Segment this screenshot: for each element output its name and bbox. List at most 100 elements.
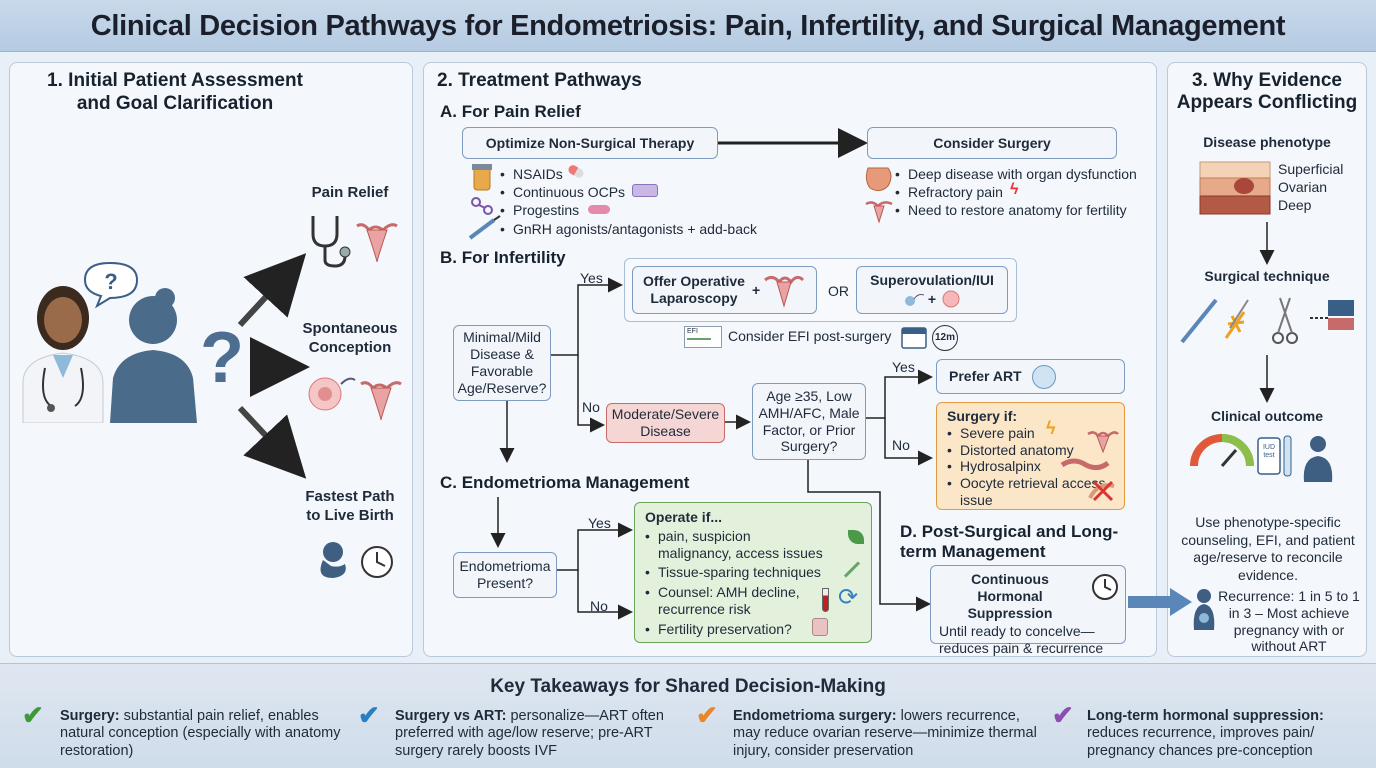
takeaway-text: lowers recurrence, may reduce ovarian re…: [733, 708, 1037, 759]
pain-relief-title: A. For Pain Relief: [440, 102, 581, 121]
check-icon: ✔: [1052, 700, 1074, 730]
no-label-1: No: [582, 399, 600, 415]
surgery-list: Deep disease with organ dysfunction Refr…: [895, 165, 1137, 220]
endometrioma-title: C. Endometrioma Management: [440, 473, 690, 492]
goal2-line2: Conception: [308, 338, 392, 356]
operate-if-box: Operate if... pain, suspicion malignancy…: [634, 502, 872, 643]
evidence-title: 3. Why Evidence Appears Conflicting: [1167, 70, 1367, 114]
surgery-item: Refractory pain: [895, 183, 1137, 201]
evidence-summary: Use phenotype-specific counseling, EFI, …: [1181, 514, 1355, 583]
progestin-pill-icon: [588, 205, 610, 214]
goal-spontaneous-conception: Spontaneous Conception: [295, 320, 405, 358]
goal3-line2: to Live Birth: [306, 506, 394, 524]
post-surgical-title-line1: D. Post-Surgical and Long-: [900, 522, 1119, 541]
stethoscope-uterus-icon: [311, 216, 398, 268]
baby-clock-icon: [320, 542, 393, 578]
operate-if-item: pain, suspicion malignancy, access issue…: [645, 528, 825, 562]
question-icon: ?: [104, 269, 117, 294]
takeaway-head: Surgery vs ART:: [395, 708, 507, 724]
vial-icon: [812, 618, 828, 636]
embryo-icon: [1031, 364, 1056, 389]
title-bar: Clinical Decision Pathways for Endometri…: [0, 0, 1376, 52]
hormonal-title: Continuous Hormonal Suppression: [967, 571, 1053, 621]
takeaway-text: substantial pain relief, enables natural…: [60, 708, 341, 759]
layer-superficial: Superficial: [1278, 161, 1344, 177]
goal3-line1: Fastest Path: [305, 488, 395, 505]
post-surgical-title-line2: term Management: [900, 542, 1046, 562]
egg-icon: [942, 290, 960, 308]
outcome-icons: [1190, 434, 1333, 482]
infertility-title: B. For Infertility: [440, 248, 566, 267]
prefer-art-label: Prefer ART: [949, 368, 1022, 385]
mother-baby-icon: [1193, 589, 1215, 630]
outcome-label: Clinical outcome: [1210, 408, 1324, 424]
page-title: Clinical Decision Pathways for Endometri…: [90, 10, 1286, 42]
surgery-item: Need to restore anatomy for fertility: [895, 201, 1137, 219]
lightning-icon: ϟ: [1010, 181, 1019, 198]
no-label-3: No: [590, 598, 608, 614]
takeaways-section: [0, 663, 1376, 768]
iui-icons: +: [902, 290, 962, 308]
goal-fastest-path: Fastest Path to Live Birth: [295, 488, 405, 526]
takeaway-head: Endometrioma surgery:: [733, 708, 897, 724]
takeaway-item: Endometrioma surgery: lowers recurrence,…: [733, 708, 1049, 760]
operate-if-title: Operate if...: [645, 509, 723, 525]
leaf-icon: [848, 530, 864, 544]
recurrence-text: Recurrence: 1 in 5 to 1 in 3 – Most achi…: [1218, 588, 1360, 655]
nonsurgical-therapy-box: Optimize Non-Surgical Therapy: [462, 127, 718, 159]
distorted-uterus-icon: [1087, 431, 1119, 454]
nonsurgical-list: NSAIDs Continuous OCPs Progestins GnRH a…: [500, 165, 757, 238]
twelve-month-icon: 12m: [932, 325, 958, 351]
takeaways-title: Key Takeaways for Shared Decision-Making: [490, 676, 886, 697]
goal2-line1: Spontaneous: [302, 320, 398, 337]
doctor-patient-illustration: ?: [22, 261, 197, 423]
tube-icon: [1060, 458, 1110, 471]
tissue-layers-icon: [1199, 161, 1271, 215]
minimal-disease-box: Minimal/Mild Disease & Favorable Age/Res…: [453, 325, 551, 401]
moderate-severe-box: Moderate/Severe Disease: [606, 403, 725, 443]
big-question-mark: ?: [200, 318, 244, 398]
check-icon: ✔: [22, 700, 44, 730]
layer-ovarian: Ovarian: [1278, 179, 1328, 196]
efi-card-icon: EFI: [684, 326, 722, 348]
surgery-if-list: Severe pain Distorted anatomy Hydrosalpi…: [947, 425, 1114, 509]
evidence-title-line1: 3. Why Evidence: [1192, 70, 1342, 91]
no-label-2: No: [892, 437, 910, 453]
laparoscopy-box: Offer Operative Laparoscopy +: [632, 266, 817, 314]
egg-sperm-uterus-icon: [308, 377, 402, 421]
iud-test-label: IUD test: [1262, 444, 1276, 459]
plus-sign: +: [752, 281, 761, 298]
phenotype-label: Disease phenotype: [1203, 134, 1331, 150]
uterus-icon: [764, 275, 805, 308]
nonsurgical-item: Progestins: [500, 201, 757, 219]
yes-label-1: Yes: [580, 270, 603, 286]
operate-if-list: pain, suspicion malignancy, access issue…: [645, 528, 861, 638]
blocked-access-icon: [1088, 480, 1115, 502]
operate-if-item: Fertility preservation?: [645, 621, 861, 638]
takeaway-text: personalize—ART often preferred with age…: [395, 708, 664, 759]
check-icon: ✔: [696, 700, 718, 730]
surgical-tools-icon: [1180, 297, 1354, 344]
pathways-title: 2. Treatment Pathways: [437, 70, 642, 91]
hormonal-text: Until ready to concelve—reduces pain & r…: [939, 623, 1104, 657]
post-surgical-title: D. Post-Surgical and Long- term Manageme…: [900, 522, 1118, 563]
blood-tube-icon: [822, 588, 829, 612]
ocp-pack-icon: [632, 184, 658, 197]
plus-sign: +: [927, 290, 937, 307]
operate-if-item: Counsel: AMH decline, recurrence risk: [645, 584, 805, 618]
surgery-if-title: Surgery if:: [947, 408, 1018, 424]
prefer-art-box: Prefer ART: [936, 359, 1125, 394]
goal-pain-relief: Pain Relief: [311, 184, 389, 201]
phenotype-layers: Superficial Ovarian Deep: [1278, 160, 1343, 215]
refresh-icon: ⟳: [838, 584, 859, 611]
yes-label-3: Yes: [588, 515, 611, 531]
consider-surgery-box: Consider Surgery: [867, 127, 1117, 159]
efi-text: Consider EFI post-surgery: [728, 328, 892, 344]
surgery-if-item: Hydrosalpinx: [947, 458, 1114, 475]
iui-label: Superovulation/IUI: [870, 271, 994, 288]
organ-icons: [865, 167, 893, 224]
operate-if-item: Tissue-sparing techniques: [645, 564, 861, 581]
takeaway-head: Long-term hormonal suppression:: [1087, 708, 1324, 724]
efi-card-lines: [687, 338, 711, 340]
clock-icon: [1092, 574, 1118, 600]
